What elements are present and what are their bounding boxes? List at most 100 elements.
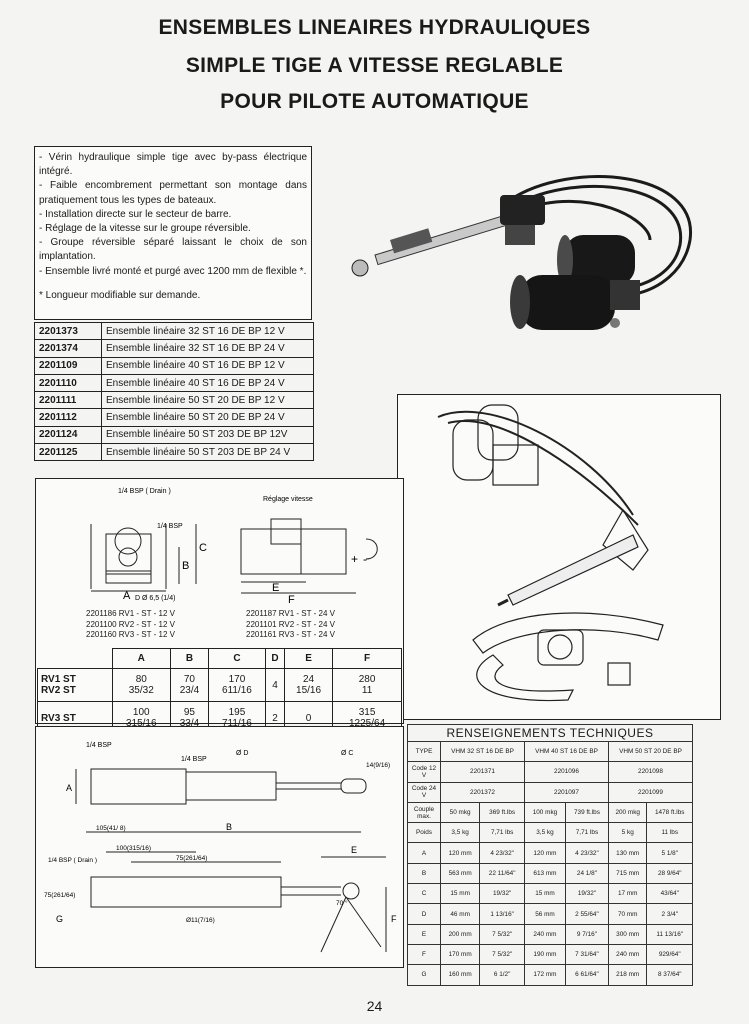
specs-cell: 240 mm bbox=[523, 923, 566, 945]
specs-cell: 2 55/64" bbox=[564, 903, 609, 925]
specs-cell: 19/32" bbox=[479, 883, 525, 905]
title-line-1: ENSEMBLES LINEAIRES HYDRAULIQUES bbox=[158, 16, 591, 39]
dim-75-label: 75(261/64) bbox=[176, 855, 207, 862]
cylinder-body bbox=[500, 195, 545, 245]
product-label: Ensemble linéaire 40 ST 16 DE BP 12 V bbox=[101, 356, 314, 375]
specs-cell: 17 mm bbox=[607, 883, 648, 905]
specs-row-label: F bbox=[407, 943, 441, 966]
dim-b: B bbox=[182, 560, 189, 572]
model-item: 2201187 RV1 - ST - 24 V bbox=[246, 609, 335, 618]
dim-75v-label: 75(261/64) bbox=[44, 892, 75, 899]
specs-cell: 7 5/32" bbox=[479, 923, 525, 945]
code24-cell: 2201097 bbox=[523, 781, 609, 803]
type-label: TYPE bbox=[407, 740, 441, 763]
specs-cell: 11 lbs bbox=[646, 822, 693, 844]
dim-105-label: 105(41/ 8) bbox=[96, 825, 126, 832]
code12-cell: 2201371 bbox=[440, 761, 525, 783]
minus-sign: - bbox=[363, 552, 367, 566]
specs-row-label: D bbox=[407, 903, 441, 925]
model-header: VHM 50 ST 20 DE BP bbox=[607, 740, 694, 763]
pump-block bbox=[492, 444, 539, 486]
specs-cell: 300 mm bbox=[607, 923, 648, 945]
product-label: Ensemble linéaire 50 ST 203 DE BP 12V bbox=[101, 425, 314, 445]
specs-cell: 5 kg bbox=[607, 822, 648, 844]
dim-header: B bbox=[170, 648, 209, 669]
model-header: VHM 40 ST 16 DE BP bbox=[523, 740, 609, 763]
pump-front-port bbox=[118, 547, 138, 567]
cylinder-drawing: 1/4 BSP 1/4 BSP Ø D Ø C 14(9/16) A B 105… bbox=[44, 742, 397, 953]
cylinder-top-view bbox=[90, 876, 282, 908]
model-header: VHM 32 ST 16 DE BP bbox=[440, 740, 525, 763]
angle-label: 70 ° bbox=[336, 899, 348, 907]
dim-cell: 170 611/16 bbox=[207, 668, 267, 702]
dim-g: G bbox=[56, 914, 63, 924]
dim-cell: 24 15/16 bbox=[283, 668, 334, 702]
model-item: 2201100 RV2 - ST - 12 V bbox=[86, 619, 175, 629]
specs-cell: 190 mm bbox=[523, 943, 566, 966]
rudder-stock-clamp bbox=[537, 629, 584, 666]
dim-header: E bbox=[283, 648, 334, 669]
specs-cell: 7,71 lbs bbox=[564, 822, 609, 844]
dim-cell: 4 bbox=[265, 668, 285, 702]
specs-cell: 3,5 kg bbox=[439, 822, 481, 844]
pump-front-body bbox=[105, 533, 152, 575]
specs-cell: 22 11/64" bbox=[479, 862, 525, 885]
tiller-sector bbox=[476, 654, 575, 702]
specs-row-label: Poids bbox=[407, 822, 441, 844]
code24-cell: 2201099 bbox=[607, 781, 694, 803]
title-line-3: POUR PILOTE AUTOMATIQUE bbox=[220, 90, 529, 113]
product-code: 2201109 bbox=[34, 356, 102, 375]
specs-cell: 120 mm bbox=[439, 842, 481, 864]
dim-14-label: 14(9/16) bbox=[366, 762, 390, 769]
description-item: - Ensemble livré monté et purgé avec 120… bbox=[39, 265, 307, 277]
pump-front-base bbox=[105, 570, 152, 584]
pump-drawing: 1/4 BSP ( Drain ) 1/4 BSP Réglage vitess… bbox=[90, 488, 378, 606]
specs-row-label: G bbox=[407, 964, 441, 986]
pump-side-reservoir bbox=[270, 518, 302, 545]
specs-cell: 15 mm bbox=[523, 883, 566, 905]
specs-row-label: E bbox=[407, 923, 441, 945]
dim-cell: 70 23/4 bbox=[170, 668, 209, 702]
model-item: 2201101 RV2 - ST - 24 V bbox=[246, 619, 335, 629]
product-code: 2201110 bbox=[34, 373, 102, 393]
specs-row-label: B bbox=[407, 862, 441, 885]
dim-e: E bbox=[272, 582, 279, 594]
description-item: - Faible encombrement permettant son mon… bbox=[39, 180, 307, 206]
specs-cell: 130 mm bbox=[607, 842, 648, 864]
description-item: - Vérin hydraulique simple tige avec by-… bbox=[39, 152, 307, 178]
specs-cell: 369 ft.lbs bbox=[479, 801, 525, 824]
dim-a: A bbox=[123, 590, 131, 602]
assembly-drawing-panel bbox=[397, 394, 721, 720]
product-label: Ensemble linéaire 32 ST 16 DE BP 12 V bbox=[101, 321, 314, 341]
drain-label: 1/4 BSP ( Drain ) bbox=[118, 488, 171, 495]
specs-cell: 613 mm bbox=[523, 862, 566, 885]
motor bbox=[510, 235, 640, 330]
specs-cell: 6 61/64" bbox=[564, 964, 609, 986]
product-photo bbox=[351, 175, 692, 330]
specs-heading: RENSEIGNEMENTS TECHNIQUES bbox=[407, 724, 693, 742]
specs-cell: 172 mm bbox=[523, 964, 566, 986]
rudder-stock bbox=[547, 634, 573, 660]
code12-label: Code 12 V bbox=[407, 761, 441, 783]
specs-cell: 4 23/32" bbox=[479, 842, 525, 864]
specs-row-label: Couple max. bbox=[407, 801, 441, 824]
specs-cell: 1 13/16" bbox=[479, 903, 525, 925]
specs-cell: 15 mm bbox=[439, 883, 481, 905]
product-label: Ensemble linéaire 40 ST 16 DE BP 24 V bbox=[101, 373, 314, 393]
product-label: Ensemble linéaire 50 ST 203 DE BP 24 V bbox=[101, 443, 314, 462]
description-item: - Installation directe sur le secteur de… bbox=[39, 208, 232, 220]
specs-cell: 100 mkg bbox=[523, 801, 566, 824]
bsp-mid-label: 1/4 BSP bbox=[181, 756, 207, 763]
specs-cell: 715 mm bbox=[607, 862, 648, 885]
product-code: 2201112 bbox=[34, 408, 102, 427]
